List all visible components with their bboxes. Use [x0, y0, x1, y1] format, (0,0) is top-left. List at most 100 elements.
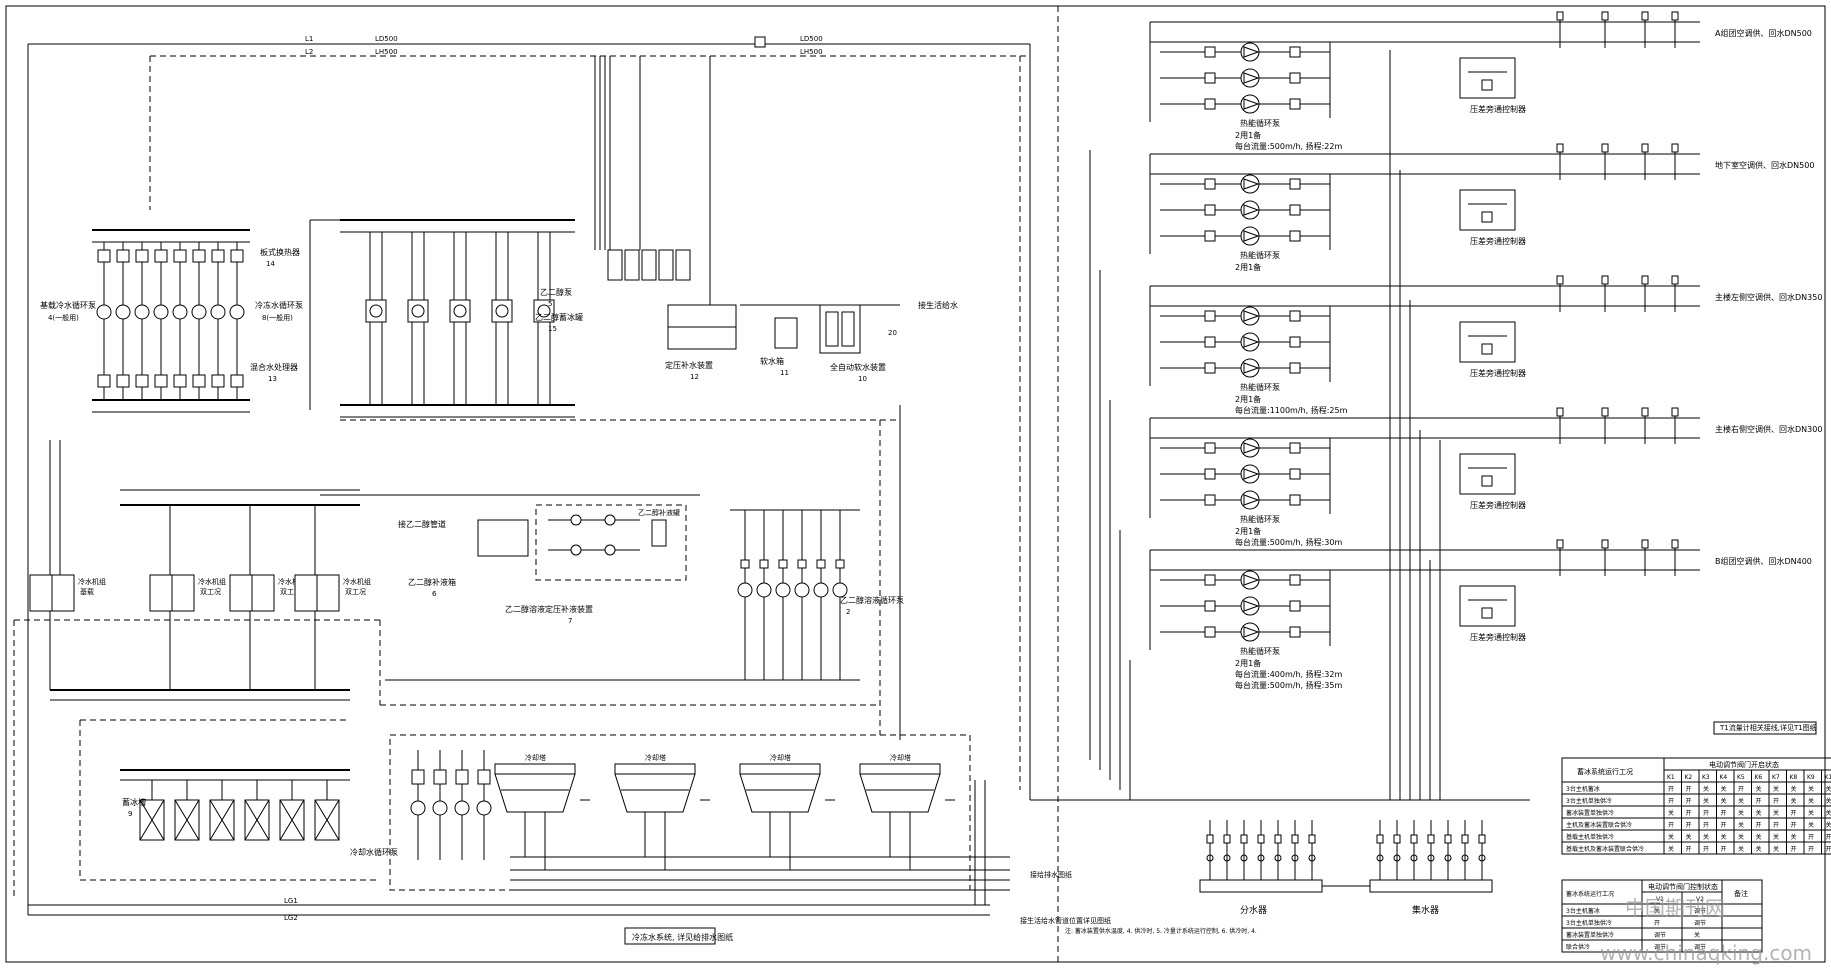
tower-pump-icon	[410, 800, 426, 816]
storage-pump-icon	[794, 582, 810, 598]
table-row-name: 3台主机单独供冷	[1566, 919, 1612, 927]
cooling-tower-icon	[739, 773, 821, 813]
bypass-valve-icon	[1481, 607, 1493, 619]
valve-icon	[1204, 178, 1216, 190]
main-note: 冷冻水系统, 详见给排水图纸	[632, 932, 733, 942]
tap-valve-icon	[1461, 834, 1469, 844]
pump-icon	[191, 304, 207, 320]
glycol-group-label: 乙二醇溶液定压补液装置	[505, 604, 593, 614]
filter-icon	[173, 249, 187, 263]
pump-count-label: 2用1备	[1235, 130, 1261, 140]
pump-group-label: 热能循环泵	[1240, 118, 1280, 128]
pipe-label-l1: L1	[305, 35, 313, 43]
table-col-label: K4	[1720, 774, 1728, 781]
supply-return-label: 地下室空调供、回水DN500	[1715, 160, 1814, 170]
chiller-sub: 双工况	[345, 588, 366, 596]
table-cell: 开	[1791, 810, 1797, 817]
secondary-pump-label: 基载冷水循环泵	[40, 300, 96, 310]
valve-icon	[1204, 600, 1216, 612]
check-valve-icon	[1289, 230, 1301, 242]
valve-icon	[1204, 72, 1216, 84]
top-trunk-lines: L1 L2 LD500 LH500 LD500 LH500	[27, 35, 1031, 915]
supply-header	[1199, 879, 1323, 893]
table-cell: 调节	[1694, 907, 1706, 915]
table-cell: 关	[1808, 821, 1814, 829]
pump-icon	[134, 304, 150, 320]
table-cell: 关	[1791, 797, 1797, 805]
glycol-pump-icon	[365, 299, 387, 323]
supply-return-label: 主楼右侧空调供、回水DN300	[1715, 424, 1822, 434]
tower-pump-icon	[454, 800, 470, 816]
ice-storage-label: 蓄冰槽	[122, 797, 146, 807]
strainer-icon	[433, 769, 447, 785]
table-cell: 关	[1773, 845, 1779, 853]
cooling-tower-section: 冷却水循环泵 冷却塔冷却塔冷却塔冷却塔 接给排水图纸 接生活给水管道位置详见图纸…	[28, 734, 1111, 945]
glycol-refill-tank	[477, 519, 529, 557]
tap-valve-icon	[1257, 834, 1265, 844]
tap-valve-icon	[1410, 834, 1418, 844]
valve-icon	[211, 374, 225, 388]
bypass-valve-icon	[1481, 475, 1493, 487]
table-cell: 关	[1773, 809, 1779, 817]
tap-valve-icon	[1223, 834, 1231, 844]
check-valve-icon	[1289, 204, 1301, 216]
table-cell: 调节	[1694, 919, 1706, 927]
top-valve	[754, 36, 766, 48]
supply-return-label: B组团空调供、回水DN400	[1715, 556, 1812, 566]
check-valve-icon	[1289, 336, 1301, 348]
refill-valve-icon	[604, 544, 616, 556]
pipe-label-lh: LH500	[375, 48, 398, 56]
valve-icon	[135, 374, 149, 388]
pipe-label-ld: LD500	[375, 35, 398, 43]
softener-unit	[774, 317, 798, 349]
tap-valve-icon	[1274, 834, 1282, 844]
glycol-tank-label: 乙二醇蓄冰罐	[535, 312, 583, 322]
pipe-label-lg1: LG1	[284, 897, 298, 905]
chiller-label: 冷水机组	[278, 577, 306, 586]
table-cell: 开	[1791, 822, 1797, 829]
top-middle-equipment: 定压补水装置 12 软水箱 11 全自动软水装置 10 接生活给水 20	[607, 249, 958, 383]
svg-text:12: 12	[690, 373, 699, 381]
pump-icon	[210, 304, 226, 320]
table-cell: 开	[1686, 846, 1692, 853]
table-cell: 开	[1668, 786, 1674, 793]
table-col-label: K3	[1702, 774, 1710, 781]
table-cell: 开	[1721, 846, 1727, 853]
svg-text:13: 13	[268, 375, 277, 383]
table-cell: 开	[1686, 810, 1692, 817]
table-cell: 开	[1721, 822, 1727, 829]
table-col-label: K2	[1685, 774, 1693, 781]
tap-valve-icon	[1376, 834, 1384, 844]
makeup-note: 接生活给水管道位置详见图纸	[1020, 916, 1111, 925]
table-cell: 开	[1756, 822, 1762, 829]
ice-storage-section: 蓄冰槽 9	[79, 719, 380, 881]
glycol-pump-icon	[449, 299, 471, 323]
svg-text:9: 9	[128, 810, 132, 818]
filter-icon	[135, 249, 149, 263]
table-cell: 开	[1703, 822, 1709, 829]
glycol-tank-label: 接乙二醇管道	[398, 519, 446, 529]
glycol-pump-icon	[491, 299, 513, 323]
valve-icon	[1204, 442, 1216, 454]
tower-pump-icon	[476, 800, 492, 816]
check-valve-icon	[1289, 626, 1301, 638]
valve-icon	[1204, 230, 1216, 242]
supply-return-label: 主楼左侧空调供、回水DN350	[1715, 292, 1822, 302]
chiller-sub: 双工况	[280, 588, 301, 596]
strainer-icon	[455, 769, 469, 785]
check-valve-icon	[1289, 362, 1301, 374]
tower-label: 冷却塔	[525, 753, 546, 762]
table-cell: 开	[1756, 798, 1762, 805]
table-cell: 关	[1686, 833, 1692, 841]
dp-controller-box	[1459, 57, 1516, 99]
table-row-name: 3台主机蓄冰	[1566, 907, 1600, 915]
dp-controller-box	[1459, 321, 1516, 363]
pump-flow-label: 每台流量:500m/h, 扬程:30m	[1235, 537, 1342, 547]
table-cell: 关	[1756, 809, 1762, 817]
table-cell: 关	[1738, 833, 1744, 841]
table-title: 电动调节阀门开启状态	[1709, 760, 1779, 769]
table-cell: 关	[1808, 797, 1814, 805]
refill-pump-icon	[570, 544, 582, 556]
table-cell: 关	[1808, 785, 1814, 793]
